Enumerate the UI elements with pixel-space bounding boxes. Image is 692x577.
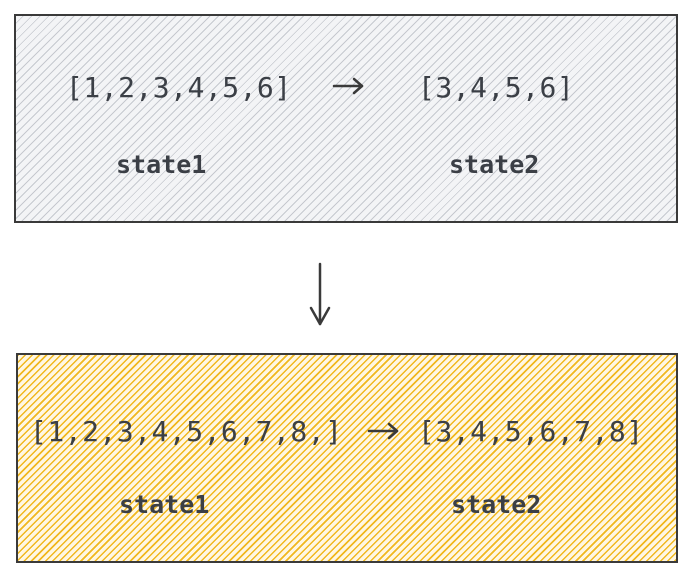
bottom-arrow-right-icon xyxy=(367,422,399,440)
bottom-state-panel xyxy=(16,353,678,563)
bottom-left-state-label: state1 xyxy=(119,490,210,519)
top-left-state-label: state1 xyxy=(116,150,207,179)
top-right-state-label: state2 xyxy=(449,150,540,179)
top-state-panel xyxy=(14,14,678,223)
bottom-right-array-text: [3,4,5,6,7,8] xyxy=(418,415,644,448)
top-left-array-text: [1,2,3,4,5,6] xyxy=(66,71,292,104)
bottom-left-array-text: [1,2,3,4,5,6,7,8,] xyxy=(30,415,343,448)
down-arrow-icon xyxy=(309,262,331,326)
bottom-right-state-label: state2 xyxy=(451,490,542,519)
top-right-array-text: [3,4,5,6] xyxy=(418,71,575,104)
top-arrow-right-icon xyxy=(332,77,364,95)
